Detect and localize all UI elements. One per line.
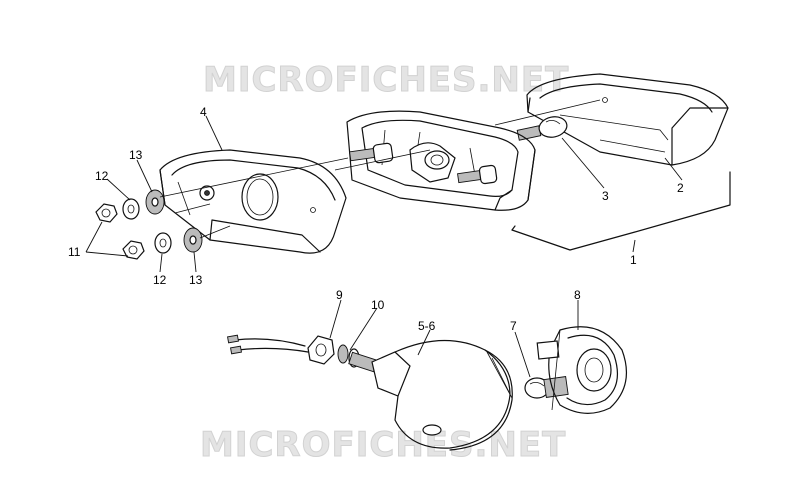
watermark-bottom: MICROFICHES.NET bbox=[199, 425, 567, 466]
part-5-6-turn-signal-body bbox=[348, 339, 513, 451]
leader-lines bbox=[85, 115, 683, 378]
part-2-rear-housing bbox=[526, 73, 729, 166]
part-4-front-housing bbox=[159, 149, 347, 254]
callout-7: 7 bbox=[510, 319, 517, 333]
callout-1: 1 bbox=[630, 253, 637, 267]
callout-5-6: 5-6 bbox=[418, 319, 436, 333]
callout-10: 10 bbox=[371, 298, 385, 312]
bracket-part-1 bbox=[511, 171, 731, 251]
callout-8: 8 bbox=[574, 288, 581, 302]
callout-13-lower: 13 bbox=[189, 273, 203, 287]
callout-3: 3 bbox=[602, 189, 609, 203]
wire-harness bbox=[227, 334, 309, 355]
callout-4: 4 bbox=[200, 105, 207, 119]
callout-2: 2 bbox=[677, 181, 684, 195]
bracket-part-1-left bbox=[511, 225, 516, 231]
callout-12-lower: 12 bbox=[153, 273, 167, 287]
part-9-nut bbox=[307, 335, 335, 365]
assembly-axis-lines bbox=[159, 99, 601, 239]
part-8-reflector bbox=[536, 326, 628, 414]
callout-12-upper: 12 bbox=[95, 169, 109, 183]
callout-13-upper: 13 bbox=[129, 148, 143, 162]
hardware-upper bbox=[95, 189, 165, 223]
callout-9: 9 bbox=[336, 288, 343, 302]
watermark-top: MICROFICHES.NET bbox=[202, 60, 570, 101]
hardware-lower bbox=[122, 227, 203, 260]
part-7-turn-bulb bbox=[524, 376, 569, 399]
callout-11: 11 bbox=[68, 245, 81, 259]
part-1-main-body bbox=[346, 110, 536, 211]
